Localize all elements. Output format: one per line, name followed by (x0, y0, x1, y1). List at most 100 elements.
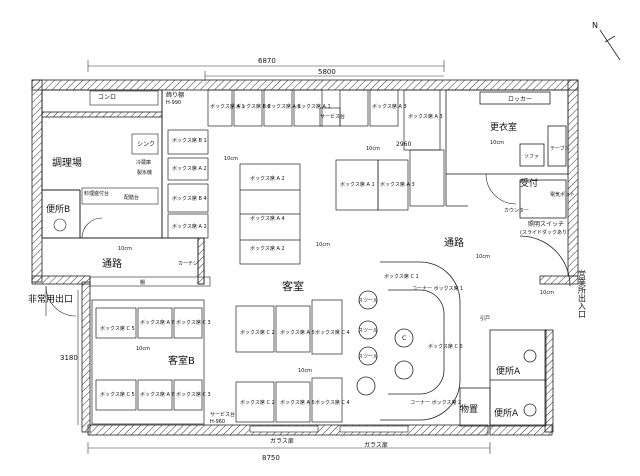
storage-label: 物置 (460, 403, 478, 415)
dim-right: 2960 (396, 141, 411, 148)
glass-door-right: ガラス扉 (364, 441, 388, 449)
reception-label: 受付 (520, 177, 538, 189)
booth-a6-top: ボックス席 A 6 (140, 319, 175, 326)
light-4: 10cm (118, 246, 132, 252)
booth-a1-c: ボックス席 A 1 (340, 181, 375, 188)
center-booths (239, 163, 301, 265)
light-5: 10cm (490, 140, 504, 146)
dim-top-inner: 5800 (318, 68, 336, 76)
counter-reception-label: カウンター (504, 207, 529, 214)
booth-a1-right: ボックス席 A 1 (296, 103, 331, 110)
booth-a4-c: ボックス席 A 4 (250, 215, 285, 222)
stove-label: コンロ (98, 94, 116, 101)
right-rooms (445, 89, 569, 219)
light-9: 10cm (476, 254, 490, 260)
locker-label: ロッカー (508, 96, 532, 103)
dim-bottom: 8750 (262, 454, 280, 462)
corner-booth-bot: コーナー ボックス席 2 (410, 399, 461, 406)
booth-a2-k2: ボックス席 A 2 (172, 223, 207, 230)
booth-c2-top: ボックス席 C 2 (240, 329, 275, 336)
booth-a5-bot: ボックス席 A 5 (280, 399, 315, 406)
booth-c2-bot: ボックス席 C 2 (240, 399, 275, 406)
lighting-switch-label: 照明スイッチ (528, 221, 564, 228)
booth-b4: ボックス席 B 4 (172, 195, 207, 202)
booth-c5-bot: ボックス席 C 5 (100, 391, 135, 398)
booth-c1: ボックス席 C 1 (384, 273, 419, 280)
booth-c6: ボックス席 C 6 (428, 343, 463, 350)
light-6: 10cm (540, 290, 554, 296)
glass-door-left: ガラス扉 (270, 437, 294, 445)
stool-1: スツール (358, 298, 378, 304)
light-8: 10cm (136, 346, 150, 352)
guest-room-b-label: 客室B (168, 354, 195, 367)
h-label-top: H-990 (166, 100, 181, 106)
stool-2: スツール (358, 328, 378, 334)
stool-3: スツール (358, 354, 378, 360)
booth-a3-top: ボックス席 A 3 (372, 103, 407, 110)
changing-room-label: 更衣室 (490, 121, 517, 133)
booth-a2-c1: ボックス席 A 2 (250, 175, 285, 182)
booth-a5-top: ボックス席 A 5 (280, 329, 315, 336)
booth-c3-bot: ボックス席 C 3 (176, 391, 211, 398)
service-stand-bot: サービス台 (210, 411, 235, 418)
guest-room-b-area (91, 299, 205, 425)
svg-text:N: N (592, 21, 598, 30)
right-center-booths (335, 149, 445, 211)
booth-c4-top: ボックス席 C 4 (315, 329, 350, 336)
stool-c: C (402, 335, 406, 342)
light-3: 10cm (224, 156, 238, 162)
booth-a2-k1: ボックス席 A 2 (172, 165, 207, 172)
counter1-label: 料理盛付台 (84, 190, 109, 197)
light-1: 10cm (366, 146, 380, 152)
lower-right-rooms (459, 329, 547, 427)
service-stand-top: サービス台 (320, 113, 345, 120)
kitchen-partitions (41, 89, 205, 285)
dimension-bottom: 8750 (87, 442, 491, 462)
booth-a1-mid: ボックス席 A 1 (266, 103, 301, 110)
toilet-b-label: 便所B (46, 203, 70, 215)
sofa-label: ソファ (524, 154, 539, 160)
dim-left: 3180 (60, 354, 78, 362)
kettle-label: 電気ポット (550, 191, 575, 198)
booth-c4-bot: ボックス席 C 4 (315, 399, 350, 406)
booth-a3-c: ボックス席 A 3 (380, 181, 415, 188)
counter2-label: 配膳台 (124, 194, 139, 201)
booth-a1-left: ボックス席 A 1 (210, 103, 245, 110)
passage-right-label: 通路 (444, 236, 464, 249)
lighting-sub-label: (スライドダックあり) (520, 229, 569, 236)
business-entrance-label: 営業所出入口 (578, 269, 587, 318)
kitchen-label: 調理場 (52, 156, 82, 169)
corner-booth-top: コーナー ボックス席 1 (412, 285, 463, 292)
dimension-left: 3180 (60, 290, 79, 425)
booth-a6-bot: ボックス席 A 6 (140, 391, 175, 398)
toilet-a2-label: 便所A (494, 407, 519, 419)
dimension-top: 6870 5800 (87, 57, 445, 81)
shelf-top-label: 飾り棚 (166, 91, 184, 99)
passage-left-label: 通路 (102, 257, 122, 270)
fridge-label: 冷蔵庫 (136, 159, 151, 166)
h-label-bot: H-960 (210, 419, 225, 425)
booth-a2-c2: ボックス席 A 2 (250, 245, 285, 252)
sink-label: シンク (137, 141, 155, 148)
light-7: 10cm (298, 368, 312, 374)
booth-b1: ボックス席 B 1 (172, 137, 207, 144)
booth-c3-top: ボックス席 C 3 (176, 319, 211, 326)
light-2: 10cm (316, 242, 330, 248)
toilet-a1-label: 便所A (496, 365, 521, 377)
corner-booth-area (356, 261, 461, 421)
curtain-label: カーテン (178, 261, 198, 267)
table-right-label: テーブル (550, 145, 570, 152)
dim-top-outer: 6870 (258, 57, 276, 65)
north-arrow-icon: N (592, 21, 621, 61)
booth-b2: ボックス席 B 2 (236, 103, 271, 110)
guest-room-label: 客室 (282, 279, 304, 293)
lower-middle-booths (235, 299, 343, 423)
ice-machine-label: 製氷機 (137, 169, 152, 176)
booth-a3-right: ボックス席 A 3 (408, 113, 443, 120)
shelf-label: 棚 (140, 279, 145, 286)
sliding-door-label: 引戸 (480, 315, 490, 322)
emergency-exit-label: 非常用出口 (28, 293, 73, 305)
kitchen-side-booths (167, 129, 209, 239)
booth-c5-top: ボックス席 C 5 (100, 325, 135, 332)
